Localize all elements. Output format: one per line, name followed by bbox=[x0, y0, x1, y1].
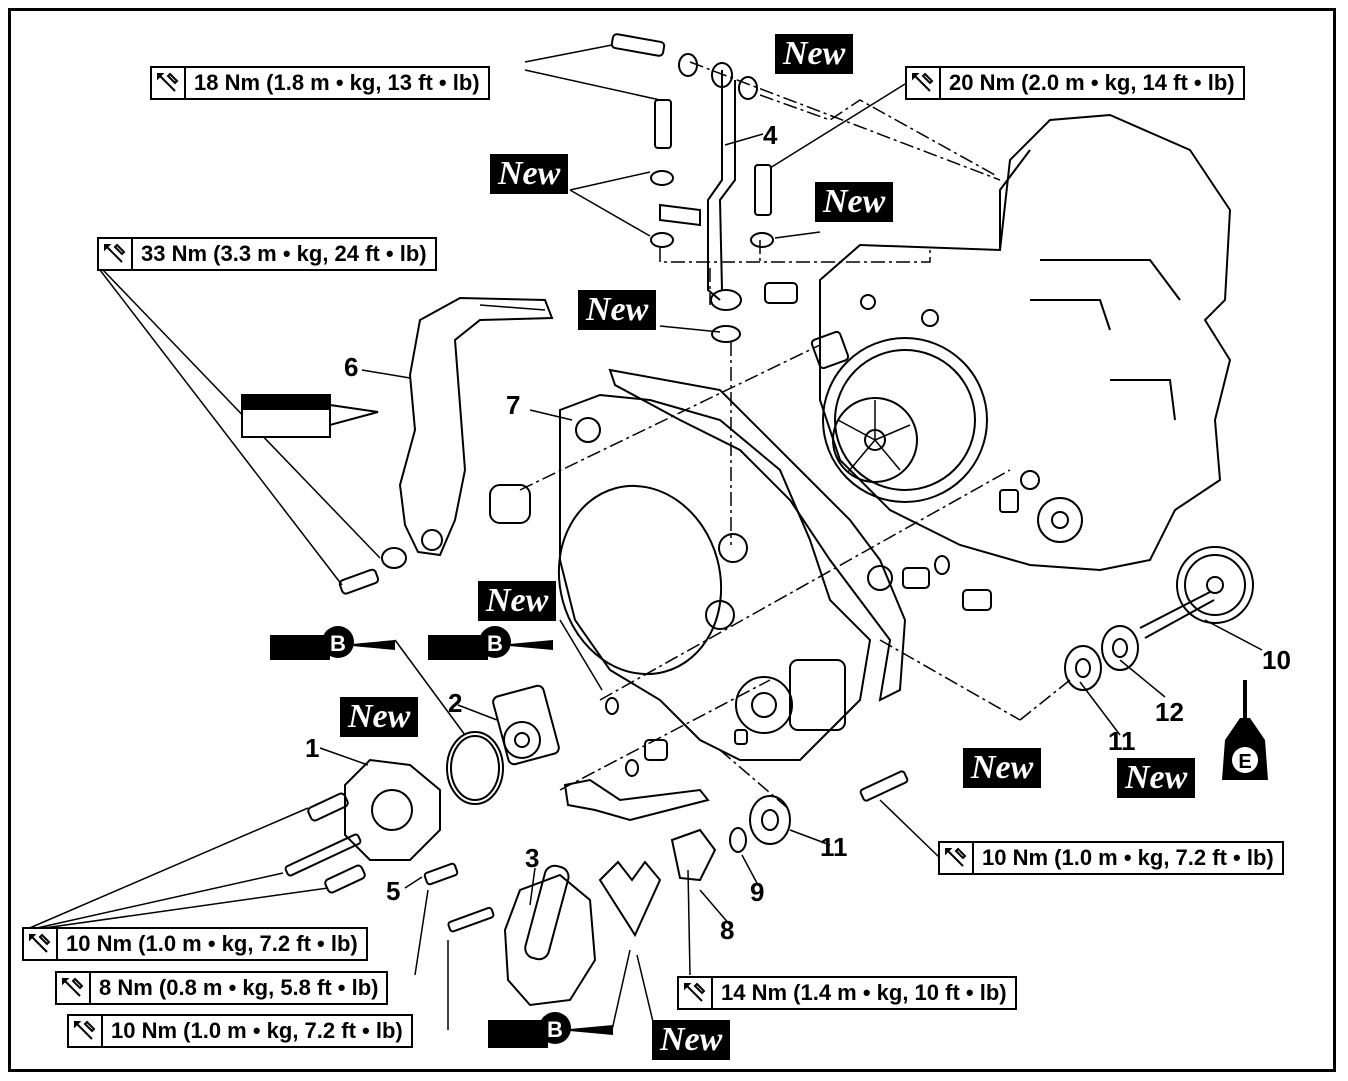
part-number-11: 11 bbox=[820, 832, 848, 862]
wrench-icon bbox=[907, 68, 941, 98]
part-number-8: 8 bbox=[720, 915, 735, 945]
part-number-9: 9 bbox=[750, 877, 765, 907]
torque-callout: 10 Nm (1.0 m • kg, 7.2 ft • lb) bbox=[22, 927, 368, 961]
wrench-icon bbox=[99, 239, 133, 269]
torque-value: 20 Nm (2.0 m • kg, 14 ft • lb) bbox=[949, 70, 1235, 95]
wrench-icon bbox=[679, 978, 713, 1008]
torque-callout: 20 Nm (2.0 m • kg, 14 ft • lb) bbox=[905, 66, 1245, 100]
grease-gun-icon: B bbox=[488, 1012, 613, 1048]
torque-value: 33 Nm (3.3 m • kg, 24 ft • lb) bbox=[141, 241, 427, 266]
part-number-11: 11 bbox=[1108, 726, 1136, 756]
part-number-7: 7 bbox=[506, 390, 521, 420]
wrench-icon bbox=[940, 843, 974, 873]
torque-value: 18 Nm (1.8 m • kg, 13 ft • lb) bbox=[194, 70, 480, 95]
new-part-tag: New bbox=[1117, 758, 1196, 798]
oil-filter bbox=[446, 684, 560, 805]
new-part-tag: New bbox=[775, 34, 854, 74]
crankcase bbox=[764, 113, 1232, 572]
assembly-axes bbox=[519, 61, 1071, 811]
wrench-icon bbox=[24, 929, 58, 959]
new-part-tag: New bbox=[478, 581, 557, 621]
water-pump bbox=[447, 795, 791, 1007]
part-number-3: 3 bbox=[525, 843, 540, 873]
torque-callout: 33 Nm (3.3 m • kg, 24 ft • lb) bbox=[97, 237, 437, 271]
diagram-frame bbox=[8, 8, 1336, 1072]
part-number-5: 5 bbox=[386, 876, 401, 906]
part-number-2: 2 bbox=[448, 688, 463, 718]
grease-mark-b: B bbox=[547, 1017, 563, 1042]
torque-value: 14 Nm (1.4 m • kg, 10 ft • lb) bbox=[721, 980, 1007, 1005]
torque-callout: 8 Nm (0.8 m • kg, 5.8 ft • lb) bbox=[55, 971, 389, 1005]
part-number-6: 6 bbox=[344, 352, 359, 382]
grease-gun-icon: B bbox=[270, 626, 395, 660]
pump-gear-shaft bbox=[1064, 546, 1254, 691]
grease-gun-icon: B bbox=[428, 626, 553, 660]
crankcase-cover bbox=[557, 368, 907, 761]
sealant-tube-icon bbox=[241, 394, 379, 438]
grease-mark-b: B bbox=[487, 631, 503, 656]
torque-callout: 18 Nm (1.8 m • kg, 13 ft • lb) bbox=[150, 66, 490, 100]
torque-callout: 14 Nm (1.4 m • kg, 10 ft • lb) bbox=[677, 976, 1017, 1010]
grease-mark-b: B bbox=[330, 631, 346, 656]
part-number-12: 12 bbox=[1155, 697, 1184, 727]
oil-mark-e: E bbox=[1238, 751, 1251, 773]
new-part-tag: New bbox=[652, 1020, 731, 1060]
new-part-tag: New bbox=[340, 697, 419, 737]
part-number-1: 1 bbox=[305, 733, 320, 763]
part-number-4: 4 bbox=[763, 120, 778, 150]
wrench-icon bbox=[57, 973, 91, 1003]
kick-starter bbox=[398, 296, 554, 557]
torque-value: 8 Nm (0.8 m • kg, 5.8 ft • lb) bbox=[99, 975, 379, 1000]
torque-callout: 10 Nm (1.0 m • kg, 7.2 ft • lb) bbox=[67, 1014, 413, 1048]
new-part-tag: New bbox=[963, 748, 1042, 788]
new-part-tag: New bbox=[578, 290, 657, 330]
part-number-10: 10 bbox=[1262, 645, 1291, 675]
small-parts bbox=[338, 33, 992, 777]
new-part-tag: New bbox=[815, 182, 894, 222]
wrench-icon bbox=[152, 68, 186, 98]
torque-value: 10 Nm (1.0 m • kg, 7.2 ft • lb) bbox=[982, 845, 1274, 870]
torque-value: 10 Nm (1.0 m • kg, 7.2 ft • lb) bbox=[66, 931, 358, 956]
wrench-icon bbox=[69, 1016, 103, 1046]
filter-cover bbox=[284, 758, 441, 894]
torque-callout: 10 Nm (1.0 m • kg, 7.2 ft • lb) bbox=[938, 841, 1284, 875]
oil-can-icon: E bbox=[1222, 680, 1268, 780]
new-part-tag: New bbox=[490, 154, 569, 194]
leader-lines bbox=[24, 44, 1263, 1031]
torque-value: 10 Nm (1.0 m • kg, 7.2 ft • lb) bbox=[111, 1018, 403, 1043]
water-pipe bbox=[423, 770, 909, 886]
